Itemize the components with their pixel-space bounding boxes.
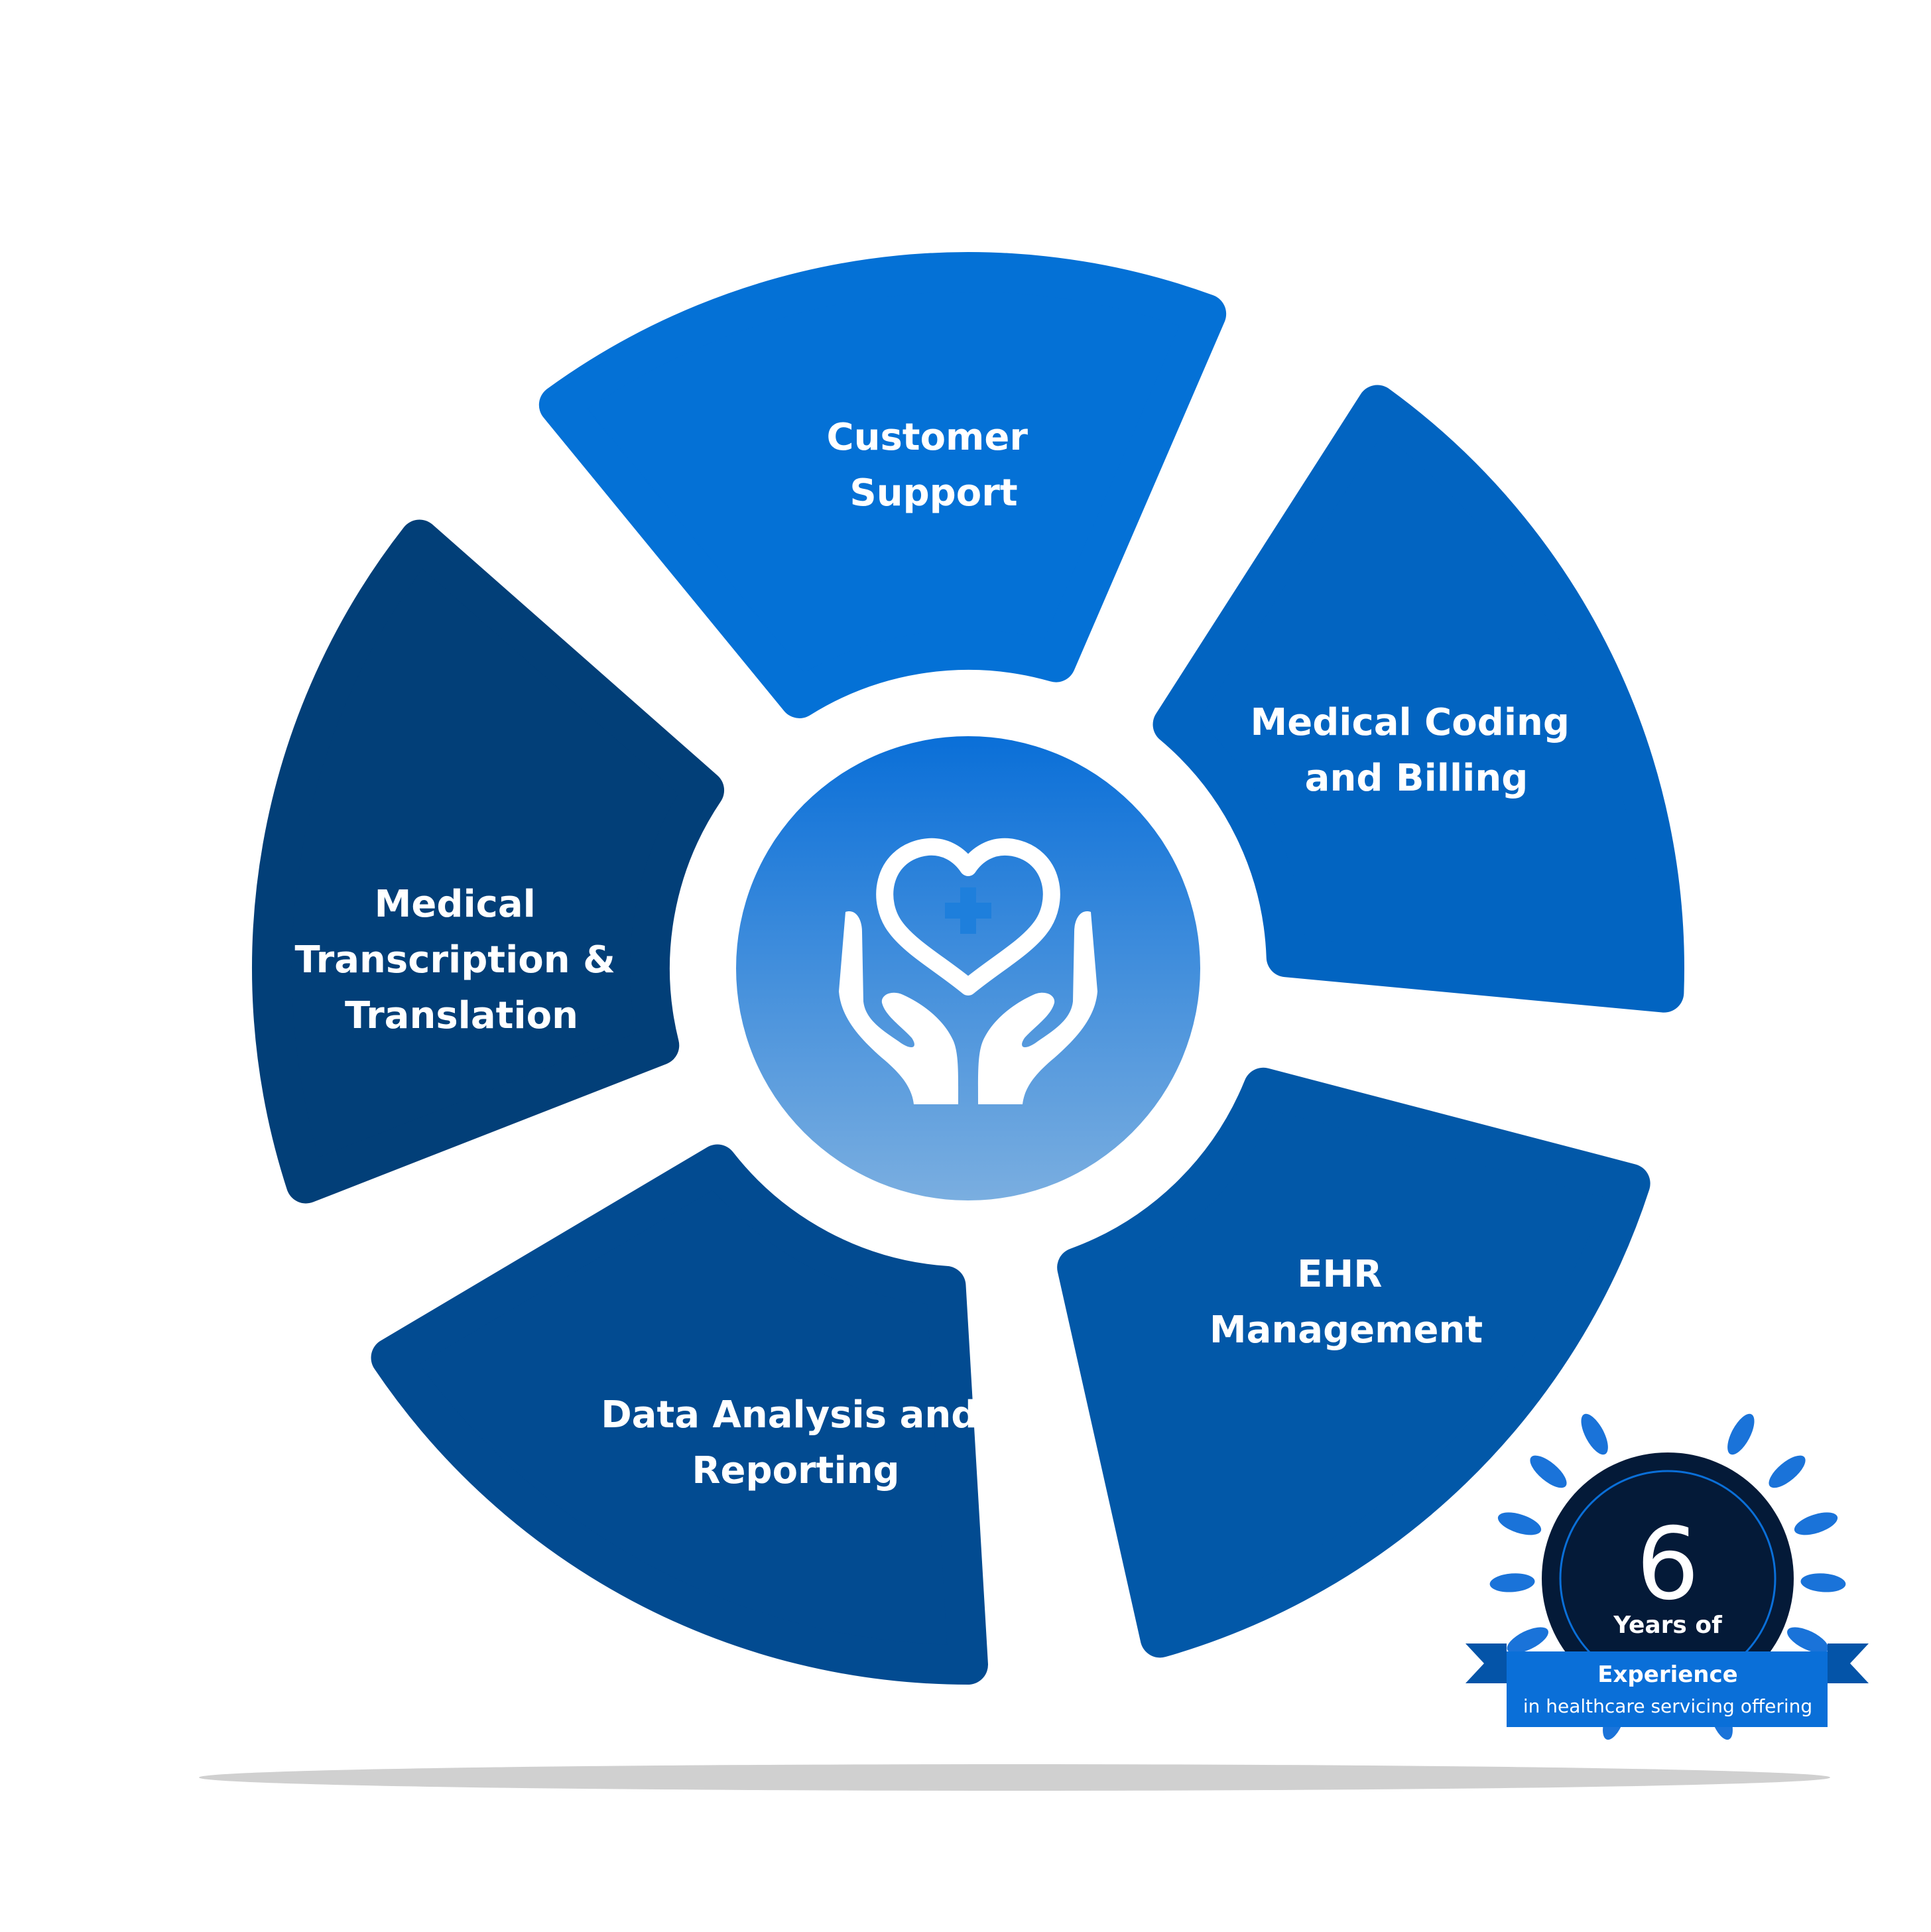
segment-data-analysis[interactable]: [371, 1144, 988, 1685]
cycle-segments: [252, 252, 1684, 1685]
badge-disc: [1542, 1452, 1794, 1705]
laurel-leaf: [1787, 1627, 1829, 1653]
laurel-leaf: [1769, 1455, 1806, 1488]
segment-label-ehr-management: EHR Management: [1210, 1253, 1483, 1352]
laurel-wreath-icon: [1489, 1413, 1846, 1740]
laurel-leaf: [1489, 1573, 1535, 1592]
segment-ehr-management[interactable]: [1057, 1067, 1651, 1658]
ribbon-subtitle: in healthcare servicing offering: [1523, 1695, 1812, 1717]
segment-medical-coding[interactable]: [1152, 385, 1684, 1013]
laurel-leaf: [1507, 1627, 1548, 1653]
ribbon: [1507, 1651, 1828, 1727]
experience-badge: 6 Years of Experience in healthcare serv…: [1465, 1413, 1869, 1740]
ribbon-left-tail: [1465, 1643, 1507, 1683]
laurel-leaf: [1727, 1413, 1755, 1455]
laurel-leaf: [1497, 1512, 1542, 1535]
floor-shadow: [199, 1764, 1830, 1791]
segment-label-medical-coding: Medical Coding and Billing: [1251, 701, 1583, 800]
segment-label-data-analysis: Data Analysis and Reporting: [601, 1393, 991, 1492]
segment-customer-support[interactable]: [538, 252, 1227, 718]
badge-number: 6: [1636, 1507, 1699, 1622]
ribbon-right-tail: [1828, 1643, 1869, 1683]
segment-label-customer-support: Customer Support: [827, 416, 1041, 515]
laurel-leaf: [1800, 1573, 1846, 1592]
laurel-leaf: [1581, 1413, 1608, 1455]
ribbon-title: Experience: [1597, 1661, 1737, 1688]
segment-medical-transcription[interactable]: [252, 519, 725, 1204]
center-circle: [736, 736, 1200, 1200]
badge-line1: Years of: [1613, 1612, 1722, 1639]
laurel-leaf: [1794, 1512, 1838, 1535]
laurel-leaf: [1530, 1455, 1567, 1488]
hands-heart-cross-icon: [839, 838, 1097, 1104]
segment-label-medical-transcription: Medical Transcription & Translation: [295, 883, 629, 1037]
